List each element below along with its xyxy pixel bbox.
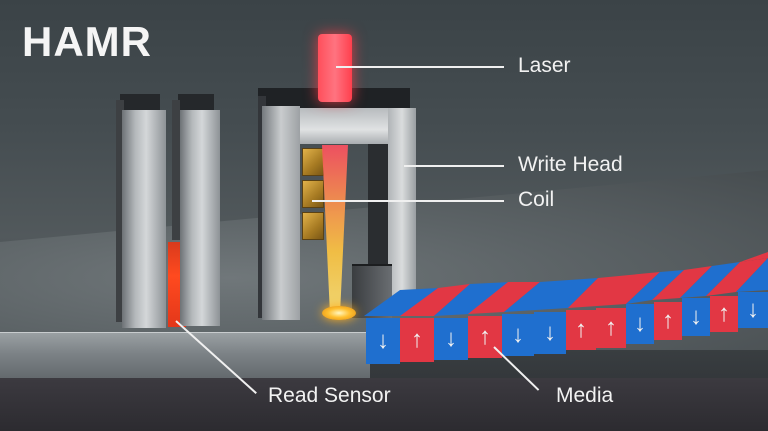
coil-winding-3	[302, 212, 324, 240]
arrow-down-icon: ↓	[512, 321, 524, 348]
arrow-down-icon: ↓	[377, 327, 389, 354]
label-coil: Coil	[518, 188, 555, 211]
laser-leader-line	[336, 66, 504, 68]
read-shield-left	[122, 110, 166, 328]
label-read-sensor: Read Sensor	[268, 384, 391, 407]
label-write-head: Write Head	[518, 153, 623, 176]
diagram-title: HAMR	[22, 18, 152, 65]
shield-right-top	[178, 94, 214, 110]
arrow-down-icon: ↓	[690, 303, 702, 330]
label-laser: Laser	[518, 54, 571, 77]
arrow-down-icon: ↓	[445, 325, 457, 352]
heated-spot	[322, 306, 356, 320]
arrow-down-icon: ↓	[634, 310, 646, 337]
shield-right-side	[172, 100, 180, 240]
write-head-left-pole	[262, 106, 300, 320]
media-cell: ↓	[626, 304, 654, 344]
label-media: Media	[556, 384, 614, 407]
media-cell: ↓	[682, 298, 710, 336]
coil-leader-line	[312, 200, 504, 202]
media-cell: ↓	[738, 292, 768, 328]
media-cell: ↓	[434, 318, 468, 360]
media-cell: ↑	[654, 302, 682, 340]
media-cell: ↑	[710, 296, 738, 332]
laser-source	[318, 34, 352, 102]
media-cell: ↓	[534, 312, 566, 354]
media-cell: ↑	[566, 310, 596, 350]
arrow-up-icon: ↑	[662, 307, 674, 334]
arrow-up-icon: ↑	[718, 300, 730, 327]
write-head-leader-line	[404, 165, 504, 167]
arrow-down-icon: ↓	[544, 319, 556, 346]
media-cell: ↓	[366, 318, 400, 364]
ground-shadow	[0, 378, 768, 431]
media-cell: ↓	[502, 314, 534, 356]
slider-platform-edge	[0, 332, 370, 383]
read-shield-right	[180, 110, 220, 326]
shield-left-side	[116, 100, 124, 322]
shield-left-top	[120, 94, 160, 110]
media-cell: ↑	[400, 318, 434, 362]
arrow-up-icon: ↑	[575, 316, 587, 343]
arrow-up-icon: ↑	[605, 314, 617, 341]
arrow-down-icon: ↓	[747, 296, 759, 323]
write-head-yoke-inner	[368, 144, 388, 264]
arrow-up-icon: ↑	[479, 323, 491, 350]
arrow-up-icon: ↑	[411, 326, 423, 353]
write-head-yoke-right	[388, 108, 416, 313]
media-cell: ↑	[596, 308, 626, 348]
